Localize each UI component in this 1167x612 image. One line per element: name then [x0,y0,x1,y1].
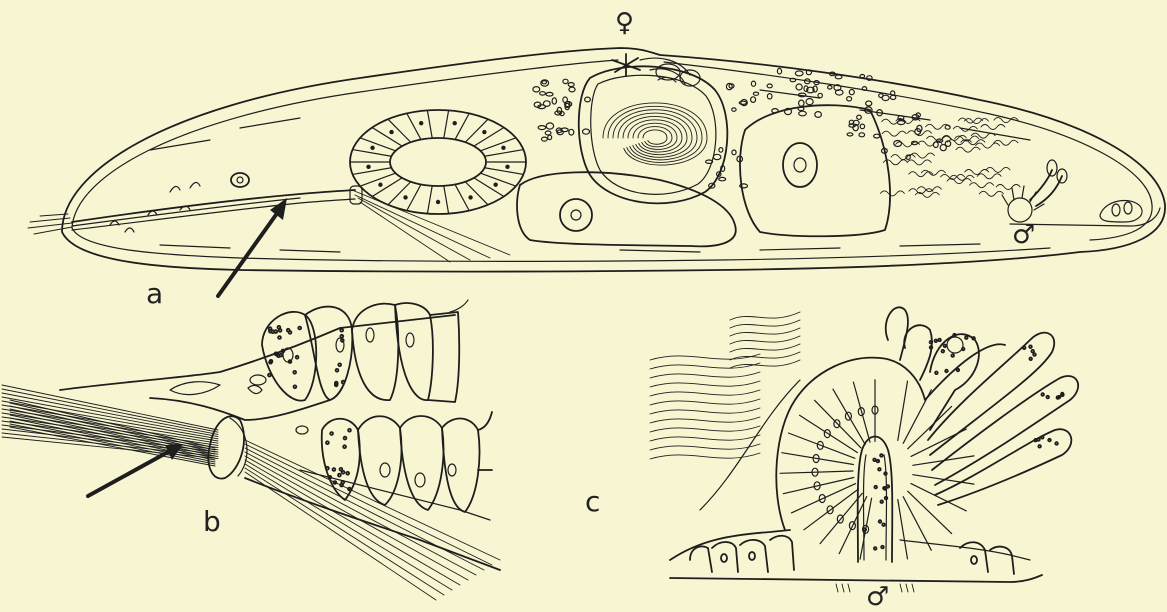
female-symbol: ♀ [615,10,634,36]
sperm-region [880,118,1020,198]
sperm-tufts [650,312,800,510]
body-outline-outer [62,48,1165,272]
panel-label-c: c [585,488,600,516]
fibre-bundle [2,385,500,600]
panel-c-drawing [650,307,1078,592]
ovary [579,54,728,203]
basal-cells [690,536,1014,574]
panel-label-b: b [203,508,221,536]
inner-lines [150,90,1030,252]
male-symbol-c: ♂ [866,584,889,610]
large-cell-1 [517,172,736,246]
panel-a-drawing [28,48,1165,296]
gut-tube [72,190,355,222]
muscle-strands [352,190,510,262]
cell-small-1 [231,173,249,187]
cell-ring [350,110,526,214]
large-cell-2 [740,105,890,236]
posterior-cluster [1100,200,1142,222]
male-organ-mound [776,344,1005,530]
male-symbol-a: ♂ [1012,222,1035,248]
arrow-a [218,198,287,296]
arrow-b [88,444,183,496]
panel-label-a: a [146,280,163,308]
panel-b-drawing [2,300,500,600]
body-outline-inner [72,60,1152,261]
cell-row-lower [296,412,492,512]
male-rosette-a [1002,160,1067,222]
anterior-tuft [28,214,72,234]
